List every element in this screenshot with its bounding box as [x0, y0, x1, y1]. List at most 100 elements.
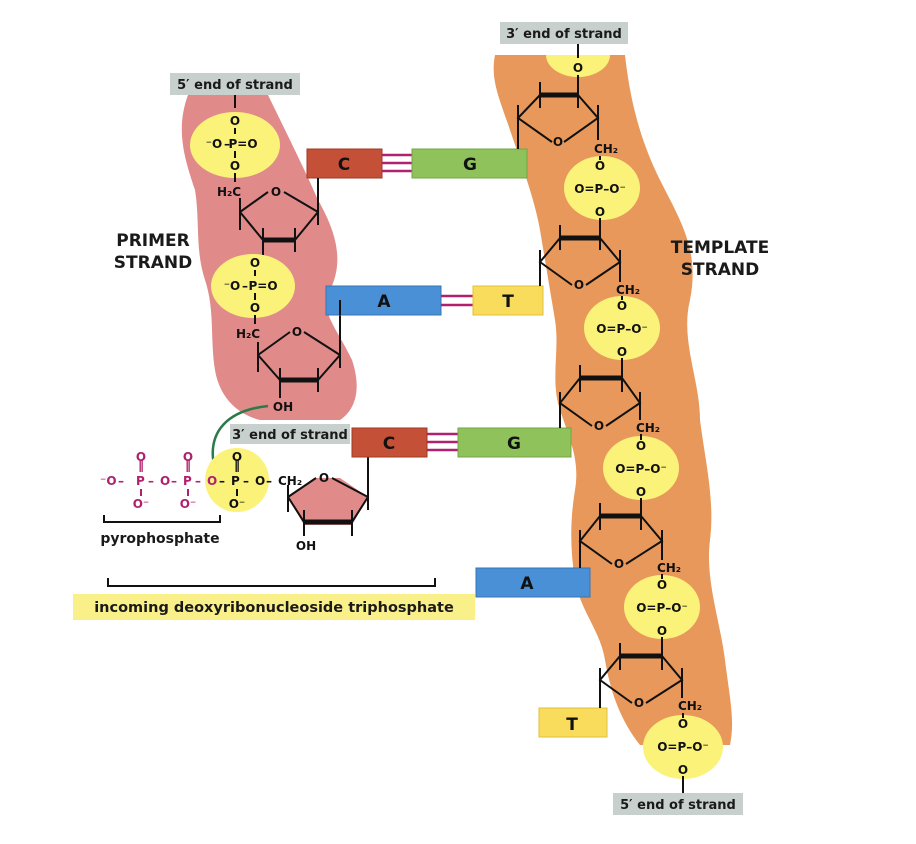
svg-text:CH₂: CH₂: [657, 561, 681, 575]
base-G-template: [457, 427, 572, 458]
svg-text:–: –: [118, 474, 124, 488]
svg-text:–: –: [242, 279, 248, 293]
svg-text:O: O: [636, 439, 646, 453]
template-base-T: T: [538, 707, 608, 738]
svg-text:3′ end of strand: 3′ end of strand: [232, 428, 348, 443]
base-pair-1: C G: [306, 148, 528, 179]
svg-text:CH₂: CH₂: [594, 142, 618, 156]
svg-text:O=P–O⁻: O=P–O⁻: [657, 740, 709, 754]
svg-text:O: O: [573, 61, 583, 75]
pyrophosphate-bracket: pyrophosphate: [100, 515, 221, 547]
svg-text:–: –: [219, 474, 225, 488]
svg-text:T: T: [566, 715, 578, 735]
incoming-alpha-phosphate: [205, 448, 269, 512]
template-phosphate-3: O O=P–O⁻ O: [603, 434, 679, 516]
svg-text:pyrophosphate: pyrophosphate: [100, 531, 219, 547]
base-G: [411, 148, 528, 179]
incoming-sugar: O OH: [287, 455, 369, 553]
svg-text:‖: ‖: [138, 458, 144, 472]
svg-text:P=O: P=O: [248, 279, 277, 293]
svg-text:O⁻: O⁻: [229, 497, 246, 511]
svg-text:–: –: [171, 474, 177, 488]
svg-text:O: O: [657, 624, 667, 638]
svg-text:CH₂: CH₂: [678, 699, 702, 713]
svg-text:O=P–O⁻: O=P–O⁻: [636, 601, 688, 615]
svg-text:P: P: [183, 474, 192, 488]
svg-text:O: O: [232, 450, 242, 464]
svg-text:O: O: [678, 763, 688, 777]
svg-text:CH₂: CH₂: [616, 283, 640, 297]
svg-text:O: O: [553, 135, 563, 149]
svg-text:O: O: [574, 278, 584, 292]
template-phosphate-5: O O=P–O⁻ O: [643, 713, 723, 793]
svg-text:CH₂: CH₂: [278, 474, 302, 488]
svg-text:C: C: [338, 155, 350, 175]
svg-text:5′ end of strand: 5′ end of strand: [177, 78, 293, 93]
primer-3prime-label: 3′ end of strand: [230, 424, 350, 444]
svg-text:G: G: [507, 434, 521, 454]
svg-text:CH₂: CH₂: [636, 421, 660, 435]
svg-text:O: O: [594, 419, 604, 433]
template-sugar-5: O CH₂: [598, 643, 702, 713]
svg-text:O: O: [595, 205, 605, 219]
svg-text:⁻O: ⁻O: [100, 474, 117, 488]
primer-sugar-2: O OH: [257, 300, 341, 414]
base-pair-2: A T: [325, 285, 544, 316]
svg-text:O: O: [271, 185, 281, 199]
template-sugar-1: O CH₂: [516, 82, 618, 156]
template-3prime-label-top: 3′ end of strand: [500, 22, 628, 44]
svg-text:O: O: [634, 696, 644, 710]
svg-text:H₂C: H₂C: [217, 185, 241, 199]
svg-text:–: –: [148, 474, 154, 488]
primer-strand-title: PRIMER: [116, 231, 190, 251]
svg-text:O: O: [255, 474, 265, 488]
svg-text:O=P–O⁻: O=P–O⁻: [596, 322, 648, 336]
base-T: [472, 285, 544, 316]
template-strand-title: TEMPLATE: [671, 238, 769, 258]
svg-text:–: –: [266, 474, 272, 488]
svg-text:O: O: [183, 450, 193, 464]
svg-text:A: A: [377, 292, 391, 312]
svg-text:–: –: [224, 137, 230, 151]
base-pair-3: C G: [351, 427, 572, 458]
svg-text:‖: ‖: [234, 458, 240, 472]
svg-text:O: O: [678, 717, 688, 731]
svg-text:OH: OH: [273, 400, 293, 414]
svg-text:5′ end of strand: 5′ end of strand: [620, 798, 736, 813]
template-phosphate-1: O O=P–O⁻ O: [564, 156, 640, 238]
primer-strand-title-2: STRAND: [114, 253, 192, 273]
svg-text:⁻O: ⁻O: [206, 137, 223, 151]
primer-phosphate-2: O ⁻O – P=O O H₂C: [211, 254, 295, 341]
svg-text:O: O: [617, 299, 627, 313]
svg-text:P: P: [136, 474, 145, 488]
svg-text:O: O: [617, 345, 627, 359]
svg-text:O=P–O⁻: O=P–O⁻: [615, 462, 667, 476]
svg-text:P: P: [231, 474, 240, 488]
base-C: [306, 148, 383, 179]
incoming-dntp-bracket: [107, 578, 436, 587]
svg-text:incoming deoxyribonucleoside t: incoming deoxyribonucleoside triphosphat…: [94, 600, 454, 616]
template-strand-title-2: STRAND: [681, 260, 759, 280]
svg-text:T: T: [502, 292, 514, 312]
svg-text:H₂C: H₂C: [236, 327, 260, 341]
svg-text:O⁻: O⁻: [180, 497, 197, 511]
nucleophilic-attack-arrow: [211, 404, 269, 471]
template-sugar-3: O CH₂: [558, 365, 660, 435]
svg-text:O: O: [319, 471, 329, 485]
svg-text:O: O: [207, 474, 217, 488]
template-base-A: A: [475, 567, 591, 598]
svg-text:A: A: [520, 574, 534, 594]
template-5prime-label: 5′ end of strand: [613, 793, 743, 815]
svg-text:–: –: [195, 474, 201, 488]
svg-text:⁻O: ⁻O: [224, 279, 241, 293]
svg-text:O: O: [160, 474, 170, 488]
svg-text:–: –: [243, 474, 249, 488]
incoming-triphosphate: O ‖ O ‖ ⁻O – P – O – P – O O⁻ O⁻ O ‖ – P…: [100, 450, 302, 511]
svg-text:P=O: P=O: [228, 137, 257, 151]
svg-text:O=P–O⁻: O=P–O⁻: [574, 182, 626, 196]
svg-text:3′ end of strand: 3′ end of strand: [506, 27, 622, 42]
primer-5prime-label: 5′ end of strand: [170, 73, 300, 95]
template-phosphate-2: O O=P–O⁻ O: [584, 296, 660, 378]
svg-text:O: O: [636, 485, 646, 499]
